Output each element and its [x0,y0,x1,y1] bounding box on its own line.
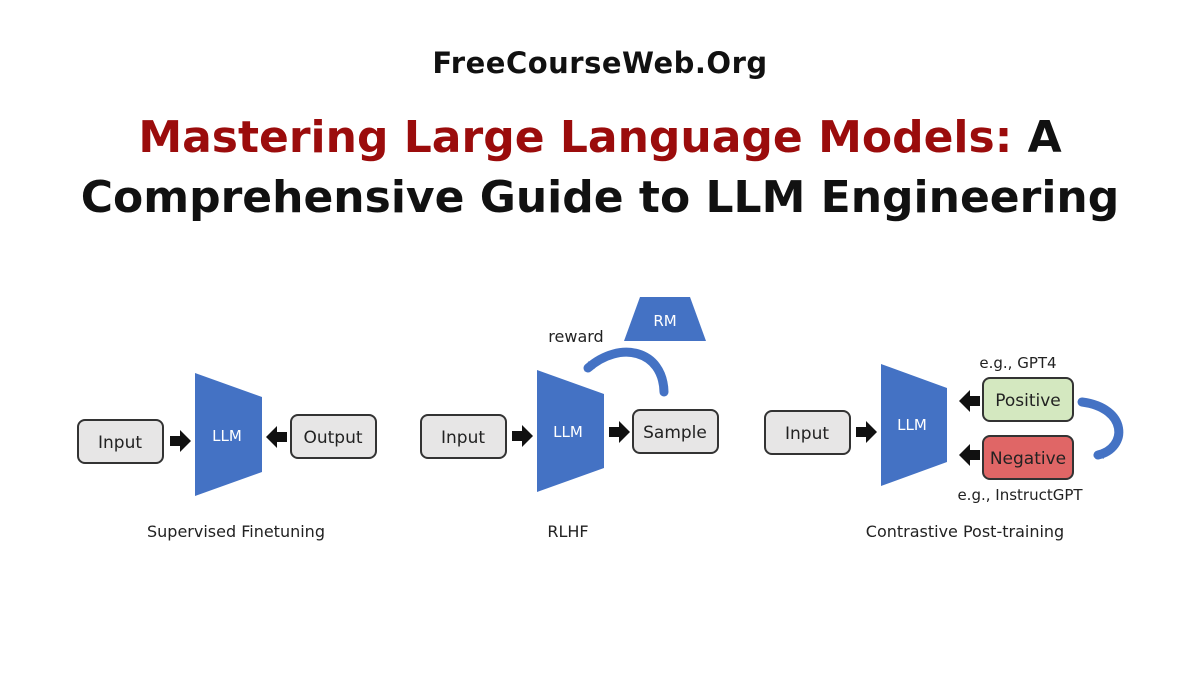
sft-panel: Input LLM Output Supervised Finetuning [77,373,377,541]
sft-output-box [290,414,377,459]
positive-box [982,377,1074,422]
contrastive-llm-label: LLM [897,416,927,434]
contrastive-caption: Contrastive Post-training [866,522,1064,541]
rlhf-reward-arrow [583,347,669,397]
contrastive-curve-arrow [1077,397,1124,460]
contrastive-panel: Input LLM e.g., GPT4 Positive Negative e… [764,354,1124,541]
contrastive-input-box [764,410,851,455]
rlhf-sample-box [632,409,719,454]
negative-box [982,435,1074,480]
contrastive-input-label: Input [785,424,829,444]
sft-input-box [77,419,164,464]
sft-arrow-right [170,430,191,452]
rlhf-caption: RLHF [547,522,588,541]
rlhf-llm-label: LLM [553,423,583,441]
rlhf-panel: Input LLM Sample RM reward RLHF [420,297,719,541]
rlhf-arrow-right-1 [512,425,533,447]
sft-input-label: Input [98,433,142,453]
sft-llm-shape [195,373,262,496]
rlhf-input-label: Input [441,428,485,448]
rlhf-rm-label: RM [653,312,676,330]
sft-arrow-left [266,426,287,448]
rlhf-llm-shape [537,370,604,492]
positive-label: Positive [995,391,1061,411]
rlhf-sample-label: Sample [643,423,707,443]
sft-output-label: Output [303,428,362,448]
negative-note: e.g., InstructGPT [957,486,1083,504]
page-title: Mastering Large Language Models: A Compr… [0,108,1200,228]
negative-label: Negative [990,449,1066,469]
title-line2: Comprehensive Guide to LLM Engineering [80,172,1120,223]
sft-caption: Supervised Finetuning [147,522,325,541]
rlhf-arrow-right-2 [609,421,630,443]
sft-llm-label: LLM [212,427,242,445]
title-line1-rest: A [1012,112,1062,163]
site-name: FreeCourseWeb.Org [432,46,768,80]
rlhf-input-box [420,414,507,459]
positive-note: e.g., GPT4 [979,354,1056,372]
title-highlight: Mastering Large Language Models: [138,112,1013,163]
rlhf-reward-label: reward [548,327,603,346]
rlhf-rm-shape [624,297,706,341]
contrastive-llm-shape [881,364,947,486]
positive-arrow-left [959,390,980,412]
contrastive-arrow-right [856,421,877,443]
negative-arrow-left [959,444,980,466]
